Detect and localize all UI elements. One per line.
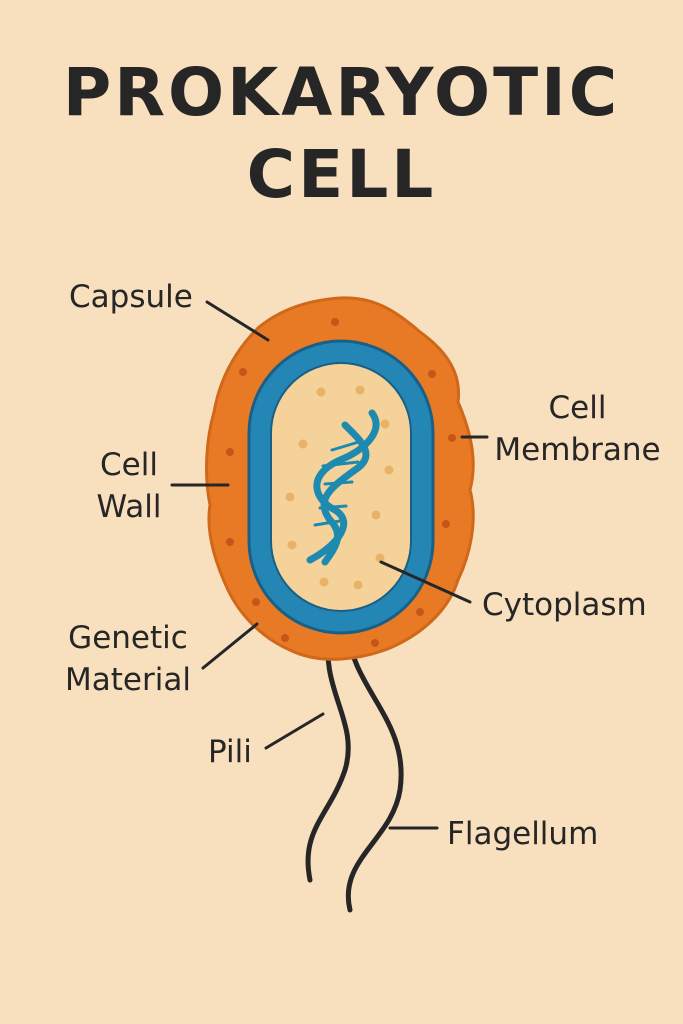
label-flagellum: Flagellum — [447, 816, 599, 852]
title-line-1: PROKARYOTIC — [62, 54, 621, 131]
cytoplasm-granules — [285, 385, 394, 590]
title-line-2: CELL — [246, 136, 437, 213]
flagellum-strand-left — [305, 625, 351, 883]
dna-helix-icon — [306, 409, 380, 566]
page-title: PROKARYOTIC CELL — [0, 52, 683, 216]
label-cell-membrane: Cell Membrane — [494, 390, 661, 468]
label-capsule: Capsule — [69, 279, 193, 315]
pili-leader-line — [264, 712, 325, 750]
label-genetic-material: Genetic Material — [65, 620, 191, 698]
label-cytoplasm: Cytoplasm — [482, 587, 647, 623]
label-cell-wall: Cell Wall — [96, 447, 162, 525]
cytoplasm — [270, 362, 412, 612]
genetic-material-leader-line — [201, 622, 259, 670]
capsule-granules — [226, 318, 456, 647]
cytoplasm-leader-line — [379, 560, 472, 604]
label-pili: Pili — [208, 734, 252, 770]
flagellum-strand-right — [345, 627, 404, 913]
capsule-leader-line — [205, 300, 270, 342]
